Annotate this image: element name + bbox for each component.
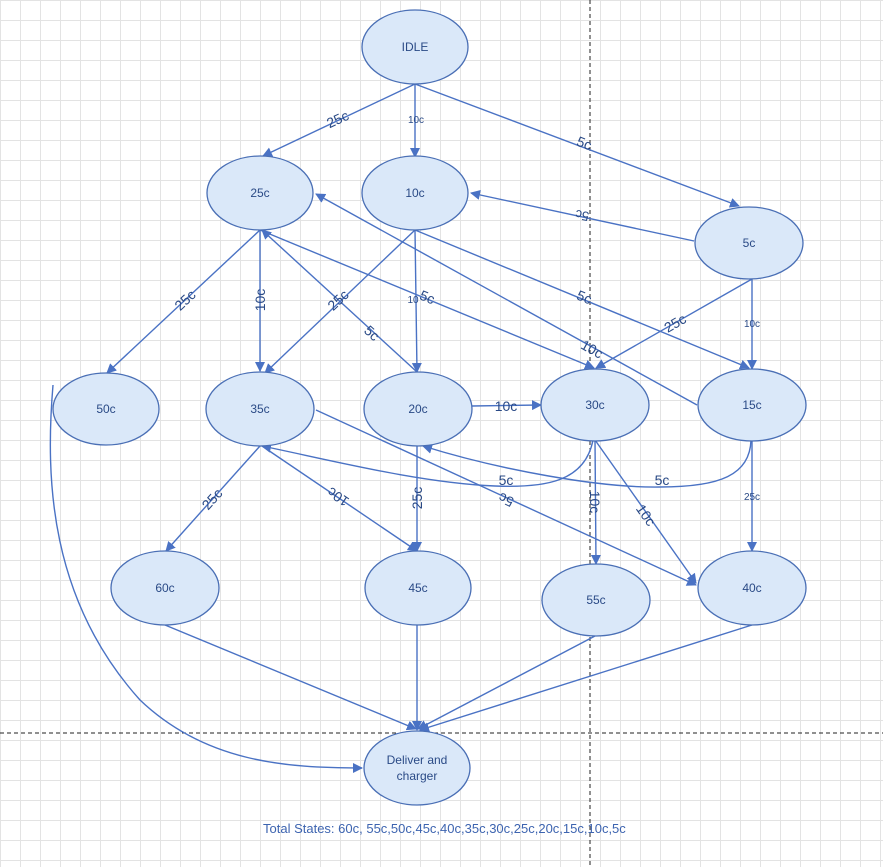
label-5c-30c: 25c bbox=[661, 310, 689, 335]
edge-35c-60c bbox=[165, 445, 261, 552]
state-idle: IDLE bbox=[361, 9, 469, 85]
state-35c: 35c bbox=[205, 371, 315, 447]
state-25c: 25c bbox=[206, 155, 314, 231]
state-deliver: Deliver and charger bbox=[363, 730, 471, 806]
edge-30c-40c bbox=[594, 439, 697, 584]
edge-50c-deliver bbox=[49, 384, 363, 773]
edge-5c-30c bbox=[595, 278, 753, 369]
edge-15c-25c bbox=[315, 193, 698, 406]
edge-5c-10c bbox=[470, 190, 695, 242]
label-15c-20c: 5c bbox=[655, 472, 670, 488]
label-5c-15c: 10c bbox=[744, 319, 760, 330]
label-20c-30c: 10c bbox=[495, 398, 518, 414]
label-20c-25c: 5c bbox=[361, 322, 383, 344]
transitions bbox=[49, 83, 757, 773]
label-idle-5c: 5c bbox=[575, 133, 595, 153]
label-25c-35c: 10c bbox=[252, 289, 268, 312]
edge-10c-15c bbox=[414, 229, 750, 370]
label-15c-40c: 25c bbox=[744, 492, 760, 503]
label-5c-10c: 5c bbox=[573, 207, 590, 225]
edge-20c-30c bbox=[471, 400, 542, 411]
edge-40c-deliver bbox=[419, 624, 753, 733]
state-60c-label: 60c bbox=[155, 581, 174, 595]
state-idle-label: IDLE bbox=[402, 40, 429, 54]
state-30c-label: 30c bbox=[585, 398, 604, 412]
label-30c-35c: 5c bbox=[499, 472, 514, 488]
edge-idle-5c bbox=[414, 83, 740, 208]
label-20c-45c: 25c bbox=[409, 487, 425, 510]
state-15c-label: 15c bbox=[742, 398, 761, 412]
state-60c: 60c bbox=[110, 550, 220, 626]
state-55c-label: 55c bbox=[586, 593, 605, 607]
state-10c: 10c bbox=[361, 155, 469, 231]
state-5c: 5c bbox=[694, 206, 804, 280]
edge-60c-deliver bbox=[164, 624, 417, 731]
label-35c-40c: 5c bbox=[496, 490, 516, 511]
label-25c-30c: 5c bbox=[418, 287, 438, 307]
label-10c-15c: 5c bbox=[575, 287, 595, 307]
edge-35c-40c bbox=[315, 409, 697, 586]
edge-25c-30c bbox=[259, 229, 595, 370]
label-idle-25c: 25c bbox=[324, 107, 351, 131]
state-20c-label: 20c bbox=[408, 402, 427, 416]
state-20c: 20c bbox=[363, 371, 473, 447]
edge-10c-20c bbox=[411, 229, 422, 373]
state-45c-label: 45c bbox=[408, 581, 427, 595]
state-30c: 30c bbox=[540, 368, 650, 442]
state-deliver-label-line1: Deliver and bbox=[387, 753, 448, 767]
edge-30c-55c bbox=[590, 439, 601, 565]
state-10c-label: 10c bbox=[405, 186, 424, 200]
state-40c: 40c bbox=[697, 550, 807, 626]
state-deliver-label-line2: charger bbox=[397, 769, 438, 783]
state-5c-label: 5c bbox=[743, 236, 756, 250]
edge-55c-deliver bbox=[417, 635, 596, 730]
state-25c-label: 25c bbox=[250, 186, 269, 200]
edge-20c-25c bbox=[261, 229, 418, 373]
state-50c-label: 50c bbox=[96, 402, 115, 416]
state-45c: 45c bbox=[364, 550, 472, 626]
edge-15c-20c bbox=[422, 439, 752, 488]
label-35c-45c: 10c bbox=[324, 484, 352, 510]
label-idle-10c: 10c bbox=[408, 115, 424, 126]
state-50c: 50c bbox=[52, 372, 160, 446]
state-15c: 15c bbox=[697, 368, 807, 442]
state-40c-label: 40c bbox=[742, 581, 761, 595]
label-30c-55c: 10c bbox=[587, 491, 603, 514]
state-35c-label: 35c bbox=[250, 402, 269, 416]
label-15c-25c: 10c bbox=[578, 337, 606, 362]
edge-25c-50c bbox=[106, 229, 261, 374]
edge-35c-45c bbox=[261, 445, 418, 552]
state-55c: 55c bbox=[541, 563, 651, 637]
edge-idle-25c bbox=[262, 83, 416, 157]
total-states-caption: Total States: 60c, 55c,50c,45c,40c,35c,3… bbox=[263, 821, 626, 836]
label-10c-20c: 10 bbox=[407, 295, 419, 306]
